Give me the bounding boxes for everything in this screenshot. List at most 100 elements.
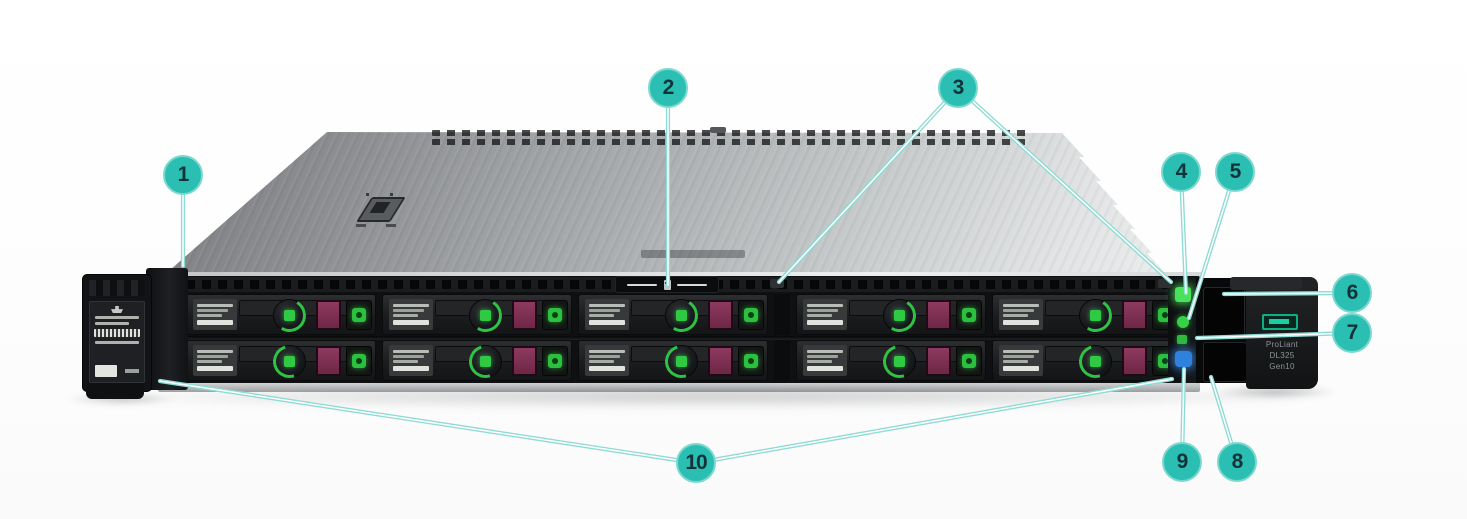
server-model-line-2: DL325 [1269,351,1295,360]
drive-status-panel [708,346,733,376]
front-port-upper [1203,287,1245,337]
drive-status-panel [1122,346,1147,376]
callout-7: 7 [1332,313,1372,353]
drive-bay [382,294,572,335]
drive-capacity-label [803,345,847,376]
drive-do-not-remove-icon [346,300,372,330]
drive-release-latch-icon [469,299,502,332]
serial-number-pull-tab [615,276,719,293]
floor-shadow [120,388,1300,408]
barcode [94,329,140,337]
pull-tab-handle [89,280,145,296]
drive-bay [186,294,376,335]
drive-status-panel [512,346,537,376]
pull-tab-icon [664,280,671,290]
drive-bay [992,340,1182,381]
drive-capacity-label [193,299,237,330]
drive-status-panel [316,346,341,376]
drive-do-not-remove-icon [542,346,568,376]
front-panel [162,276,1200,383]
drive-capacity-label [585,345,629,376]
front-port-lower [1203,342,1247,382]
hpe-mark-icon [111,306,123,313]
right-ear-latch-handle [1230,277,1302,290]
callout-4: 4 [1161,152,1201,192]
drive-cage-divider [774,340,790,381]
drive-bay [578,294,768,335]
cage-latch-slot-left [770,279,784,288]
cpu-socket-print [356,193,406,227]
drive-cage-divider [774,294,790,335]
drive-release-latch-icon [665,299,698,332]
drive-release-latch-icon [883,345,916,378]
cage-latch-slot-right [1158,279,1172,288]
drive-release-latch-icon [1079,299,1112,332]
callout-3-number: 3 [952,76,965,99]
callout-8-number: 8 [1231,450,1244,473]
drive-do-not-remove-icon [738,346,764,376]
callout-8: 8 [1217,442,1257,482]
health-led-icon [1177,316,1189,328]
cover-label-strip [641,250,745,258]
front-edge-highlight [162,272,1202,276]
callout-6: 6 [1332,273,1372,313]
drive-bay [796,340,986,381]
drive-capacity-label [999,345,1043,376]
callout-2: 2 [648,68,688,108]
drive-bay [796,294,986,335]
drive-row-bottom [186,340,1182,381]
drive-release-latch-icon [273,345,306,378]
drive-do-not-remove-icon [956,346,982,376]
drive-capacity-label [999,299,1043,330]
drive-capacity-label [389,345,433,376]
drive-release-latch-icon [273,299,306,332]
callout-9-number: 9 [1176,450,1189,473]
nic-status-led-icon [1177,335,1187,344]
callout-5: 5 [1215,152,1255,192]
drive-status-panel [316,300,341,330]
left-ear-foot [86,383,144,399]
hpe-logo-icon [1262,314,1298,330]
callout-5-number: 5 [1229,160,1242,183]
drive-release-latch-icon [665,345,698,378]
drive-bay [186,340,376,381]
callout-10: 10 [676,443,716,483]
top-vent-slots [432,130,1032,147]
callout-1-number: 1 [177,163,190,186]
drive-do-not-remove-icon [956,300,982,330]
drive-do-not-remove-icon [738,300,764,330]
drive-do-not-remove-icon [346,346,372,376]
drive-capacity-label [193,345,237,376]
drive-status-panel [512,300,537,330]
serial-label-pull-tab [82,274,152,392]
cover-detail [710,127,726,133]
drive-capacity-label [389,299,433,330]
server-model-line-3: Gen10 [1269,362,1295,371]
power-led-icon [1175,287,1191,302]
drive-bay [992,294,1182,335]
callout-3: 3 [938,68,978,108]
right-rack-ear [1246,277,1318,389]
callout-4-number: 4 [1175,160,1188,183]
drive-release-latch-icon [469,345,502,378]
drive-release-latch-icon [1079,345,1112,378]
drive-release-latch-icon [883,299,916,332]
callout-6-number: 6 [1346,281,1359,304]
drive-row-divider [182,336,1172,340]
drive-capacity-label [585,299,629,330]
drive-bay [578,340,768,381]
callout-9: 9 [1162,442,1202,482]
uid-led-icon [1175,351,1192,367]
drive-status-panel [708,300,733,330]
drive-status-panel [926,346,951,376]
callout-2-number: 2 [662,76,675,99]
callout-7-number: 7 [1346,321,1359,344]
drive-bay [382,340,572,381]
server-model-line-1: ProLiant [1265,340,1299,349]
drive-do-not-remove-icon [542,300,568,330]
serial-info-label [89,301,145,383]
drive-status-panel [1122,300,1147,330]
drive-row-top [186,294,1182,335]
callout-10-number: 10 [685,451,707,474]
